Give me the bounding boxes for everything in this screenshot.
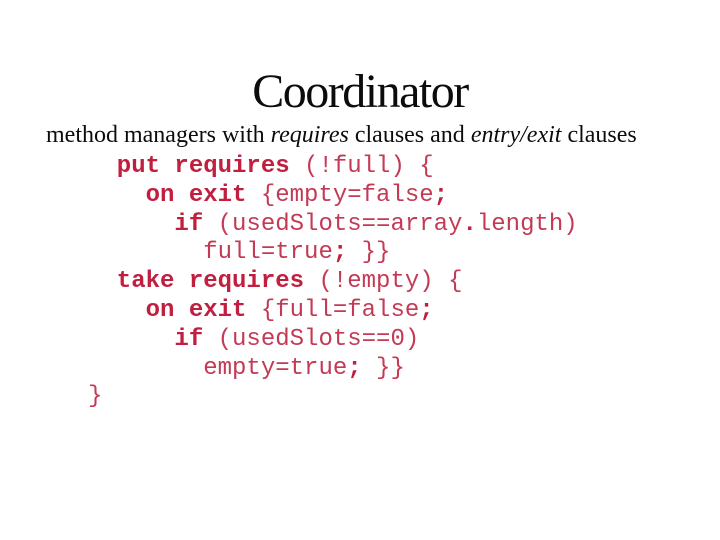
code-segment: } — [88, 383, 103, 411]
code-segment: (!empty) { — [304, 268, 463, 296]
code-keyword-segment: ; — [347, 354, 362, 382]
code-line: empty=true; }} — [88, 355, 578, 384]
subtitle-segment: clauses — [561, 122, 637, 148]
code-line: if (usedSlots==0) — [88, 326, 578, 355]
code-keyword-segment: on exit — [88, 181, 247, 209]
code-keyword-segment: if — [88, 210, 204, 238]
code-segment: {empty=false — [246, 181, 434, 209]
code-segment: empty=true — [88, 354, 348, 382]
slide-subtitle: method managers with requires clauses an… — [46, 122, 637, 148]
subtitle-segment: entry/exit — [470, 122, 562, 148]
code-segment: (usedSlots==0) — [203, 325, 420, 353]
subtitle-segment: method managers with — [46, 122, 271, 148]
code-segment: (!full) { — [289, 153, 434, 180]
code-keyword-segment: . — [462, 210, 477, 238]
code-segment: }} — [347, 239, 391, 267]
code-keyword-segment: on exit — [88, 296, 247, 324]
code-line: take requires (!empty) { — [88, 268, 578, 297]
code-segment: {full=false — [246, 296, 420, 324]
code-segment: }} — [361, 354, 405, 382]
code-line: } — [88, 383, 578, 412]
code-keyword-segment: ; — [433, 181, 449, 209]
code-keyword-segment: put requires — [88, 153, 290, 180]
code-keyword-segment: take requires — [88, 268, 305, 296]
code-block: put requires (!full) { on exit {empty=fa… — [88, 153, 578, 412]
code-line: put requires (!full) { — [88, 153, 578, 182]
code-line: full=true; }} — [88, 239, 578, 268]
code-keyword-segment: ; — [332, 239, 348, 267]
code-segment: (usedSlots==array — [203, 210, 463, 238]
subtitle-segment: requires — [270, 122, 349, 148]
code-keyword-segment: ; — [419, 296, 434, 324]
code-segment: length) — [476, 210, 578, 238]
code-line: on exit {full=false; — [88, 297, 578, 326]
code-line: if (usedSlots==array.length) — [88, 210, 578, 240]
slide-title: Coordinator — [252, 65, 469, 118]
subtitle-segment: clauses and — [348, 122, 471, 148]
code-line: on exit {empty=false; — [88, 182, 578, 211]
code-segment: full=true — [88, 239, 333, 267]
code-keyword-segment: if — [88, 325, 204, 353]
